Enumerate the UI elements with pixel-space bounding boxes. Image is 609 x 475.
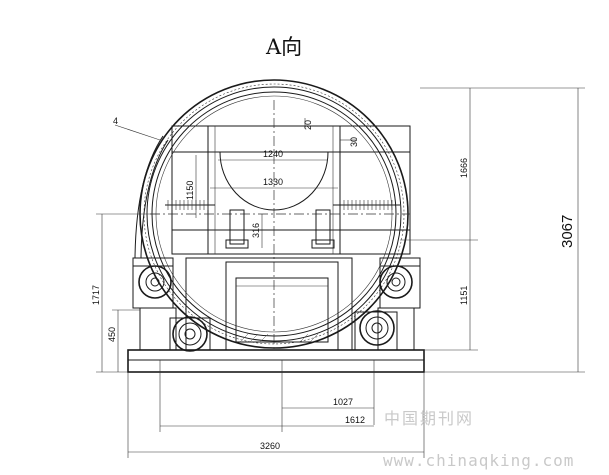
dim-1027: 1027	[333, 397, 353, 407]
dim-30: 30	[349, 137, 359, 147]
dim-1666: 1666	[459, 158, 469, 178]
dim-316: 316	[251, 223, 261, 238]
base-frame	[127, 257, 425, 373]
dim-1240: 1240	[263, 149, 283, 159]
dimension-lines	[96, 87, 585, 458]
dim-1717: 1717	[91, 285, 101, 305]
part-label-4: 4	[113, 116, 118, 126]
dim-20: 20	[303, 120, 313, 130]
dim-1150: 1150	[185, 181, 195, 200]
drive-unit-left	[138, 265, 172, 299]
support-roller-left	[169, 316, 211, 352]
watermark-url: www.chinaqking.com	[383, 451, 574, 470]
view-title: A向	[265, 35, 302, 59]
dim-3067: 3067	[559, 215, 576, 248]
dim-1151: 1151	[459, 286, 469, 305]
dim-1612: 1612	[345, 415, 365, 425]
guard-plate: 4	[113, 116, 169, 259]
dim-450: 450	[107, 327, 117, 342]
watermark-title: 中国期刊网	[384, 409, 474, 428]
dim-3260: 3260	[260, 441, 280, 451]
inner-frame	[150, 100, 411, 350]
drive-unit-right	[379, 265, 413, 299]
support-roller-right	[354, 310, 398, 351]
dim-1330: 1330	[263, 177, 283, 187]
